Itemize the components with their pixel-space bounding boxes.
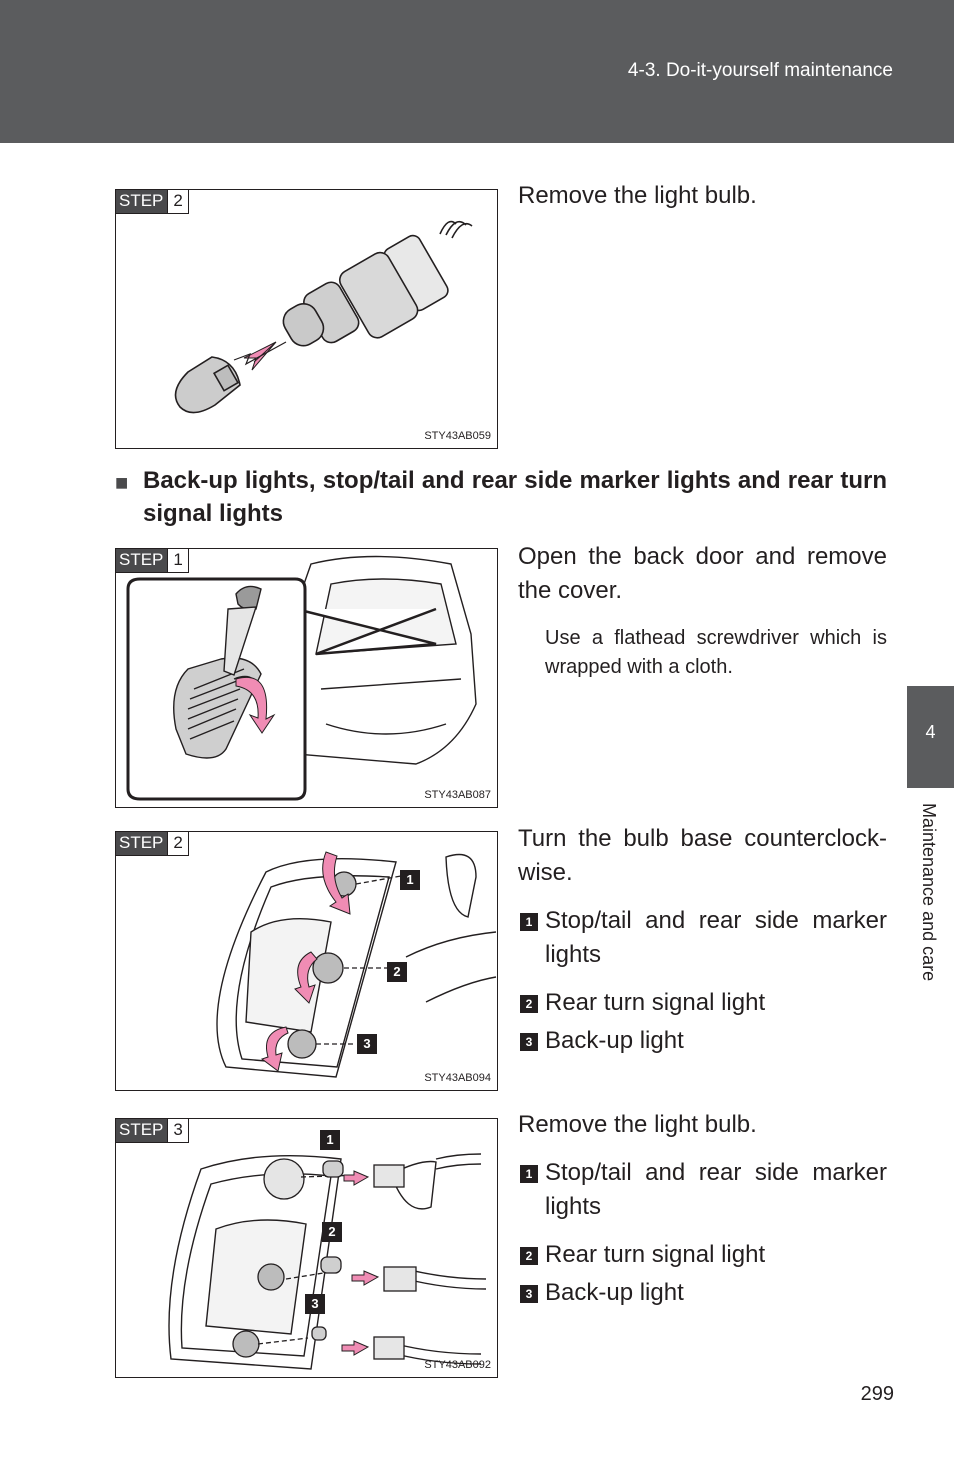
step-badge: STEP 2 (116, 832, 189, 856)
section-heading: ■ Back-up lights, stop/tail and rear sid… (115, 464, 887, 530)
instruction-text: Open the back door and remove the cover. (518, 543, 887, 604)
chapter-label: Maintenance and care (919, 803, 939, 982)
step-badge: STEP 1 (116, 549, 189, 573)
page-number: 299 (860, 1383, 894, 1405)
figure-remove-bulbs: 1 2 3 STEP 3 STY43AB092 (115, 1118, 498, 1378)
figure-turn-bulb-base: 1 2 3 STEP 2 STY43AB094 (115, 831, 498, 1091)
instruction-block-3: Turn the bulb base counterclock-wise. 1 … (518, 822, 887, 1058)
chapter-tab: 4 (907, 686, 954, 788)
figure-open-back-door: STEP 1 STY43AB087 (115, 548, 498, 808)
list-item: 1 Stop/tail and rear side marker lights (518, 1156, 887, 1224)
figure-code: STY43AB059 (424, 430, 491, 442)
lamp-housing-sockets-illustration (216, 851, 497, 1078)
list-item: 1 Stop/tail and rear side marker lights (518, 904, 887, 972)
callout-1: 1 (320, 1130, 340, 1150)
instruction-block-1: Remove the light bulb. (518, 179, 887, 213)
number-icon: 3 (520, 1285, 538, 1303)
square-bullet-icon: ■ (115, 470, 129, 495)
list-item: 2 Rear turn signal light (518, 1238, 887, 1272)
callout-2: 2 (322, 1222, 342, 1242)
number-icon: 2 (520, 995, 538, 1013)
figure-code: STY43AB092 (424, 1359, 491, 1371)
page-header: 4-3. Do-it-yourself maintenance (0, 0, 954, 143)
step-badge: STEP 2 (116, 190, 189, 214)
callout-1: 1 (400, 870, 420, 890)
instruction-note: Use a flathead screwdriver which is wrap… (545, 627, 887, 678)
bulb-removal-illustration (168, 1153, 487, 1370)
number-icon: 3 (520, 1033, 538, 1051)
list-item: 3 Back-up light (518, 1276, 887, 1310)
callout-3: 3 (357, 1034, 377, 1054)
figure-remove-bulb: STEP 2 STY43AB059 (115, 189, 498, 449)
list-item: 3 Back-up light (518, 1024, 887, 1058)
section-title: 4-3. Do-it-yourself maintenance (627, 60, 893, 81)
number-icon: 1 (520, 913, 538, 931)
chapter-number: 4 (925, 722, 936, 742)
instruction-block-4: Remove the light bulb. 1 Stop/tail and r… (518, 1108, 887, 1310)
figure-code: STY43AB094 (424, 1072, 491, 1084)
back-door-illustration (126, 555, 477, 801)
step-badge: STEP 3 (116, 1119, 189, 1143)
section-heading-text: Back-up lights, stop/tail and rear side … (143, 467, 887, 527)
instruction-text: Remove the light bulb. (518, 1111, 757, 1138)
figure-code: STY43AB087 (424, 789, 491, 801)
instruction-text: Turn the bulb base counterclock-wise. (518, 825, 887, 886)
bulb-socket-illustration (174, 220, 473, 414)
number-icon: 1 (520, 1165, 538, 1183)
instruction-text: Remove the light bulb. (518, 182, 757, 209)
list-item: 2 Rear turn signal light (518, 986, 887, 1020)
callout-3: 3 (305, 1294, 325, 1314)
number-icon: 2 (520, 1247, 538, 1265)
instruction-block-2: Open the back door and remove the cover. (518, 540, 887, 608)
callout-2: 2 (387, 962, 407, 982)
